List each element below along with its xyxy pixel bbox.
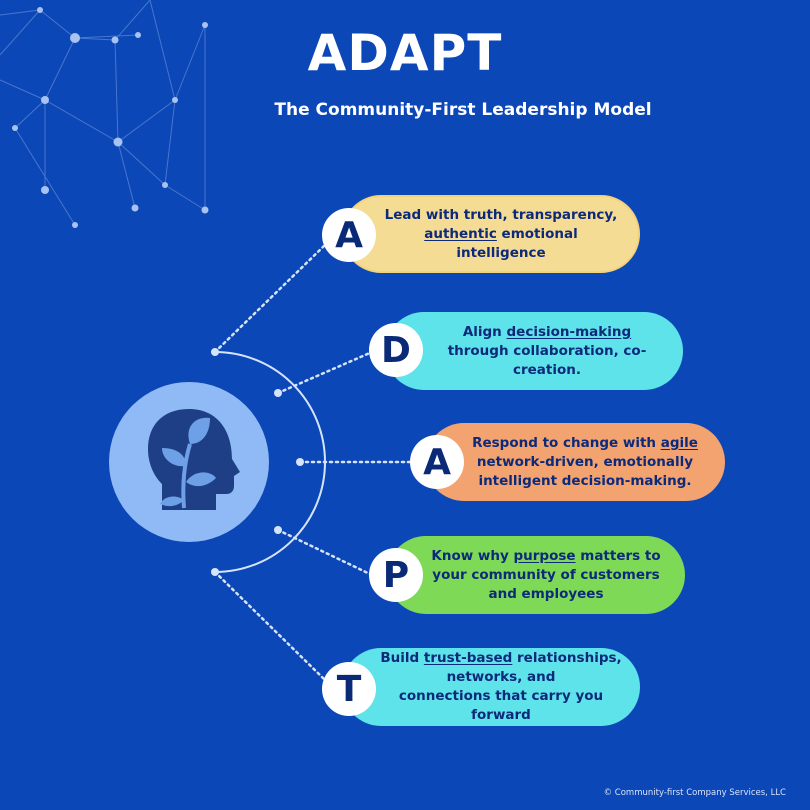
- item-d-text-2: through collaboration, co-creation.: [448, 343, 647, 378]
- item-a2-text-2: network-driven, emotionally: [477, 454, 693, 470]
- item-t-text-3: networks, and: [447, 669, 556, 685]
- item-p-text-2: matters to: [576, 548, 661, 564]
- item-t-text-4: connections that carry you forward: [399, 688, 603, 723]
- letter-badge-a: A: [322, 208, 376, 262]
- head-with-plant-icon: [144, 404, 244, 514]
- item-a-keyword: authentic: [424, 226, 497, 242]
- pill-trust: Build trust-based relationships, network…: [342, 648, 640, 726]
- item-a2-keyword: agile: [661, 435, 698, 451]
- letter-badge-p: P: [369, 548, 423, 602]
- item-p-keyword: purpose: [513, 548, 575, 564]
- pill-purpose-text: Know why purpose matters to your communi…: [397, 547, 674, 604]
- item-p-text-4: and employees: [488, 586, 603, 602]
- pill-purpose: Know why purpose matters to your communi…: [387, 536, 685, 614]
- item-p-text-3: your community of customers: [432, 567, 659, 583]
- pill-authentic-text: Lead with truth, transparency, authentic…: [344, 206, 638, 263]
- pill-agile: Respond to change with agile network-dri…: [425, 423, 725, 501]
- item-t-text-1: Build: [380, 650, 424, 666]
- item-a2-text-1: Respond to change with: [472, 435, 661, 451]
- letter-badge-a2: A: [410, 435, 464, 489]
- item-t-text-2: relationships,: [512, 650, 621, 666]
- item-t-keyword: trust-based: [424, 650, 512, 666]
- item-d-text-1: Align: [463, 324, 507, 340]
- letter-badge-d: D: [369, 323, 423, 377]
- pill-decision-text: Align decision-making through collaborat…: [385, 323, 683, 380]
- item-d-keyword: decision-making: [507, 324, 632, 340]
- item-p-text-1: Know why: [431, 548, 513, 564]
- item-a2-text-3: intelligent decision-making.: [478, 473, 691, 489]
- copyright-footer: © Community-first Company Services, LLC: [604, 788, 786, 798]
- item-a-text-1: Lead with truth, transparency,: [385, 207, 618, 223]
- pill-decision: Align decision-making through collaborat…: [385, 312, 683, 390]
- pill-trust-text: Build trust-based relationships, network…: [342, 649, 640, 725]
- pill-authentic: Lead with truth, transparency, authentic…: [342, 195, 640, 273]
- pill-agile-text: Respond to change with agile network-dri…: [438, 434, 712, 491]
- letter-badge-t: T: [322, 662, 376, 716]
